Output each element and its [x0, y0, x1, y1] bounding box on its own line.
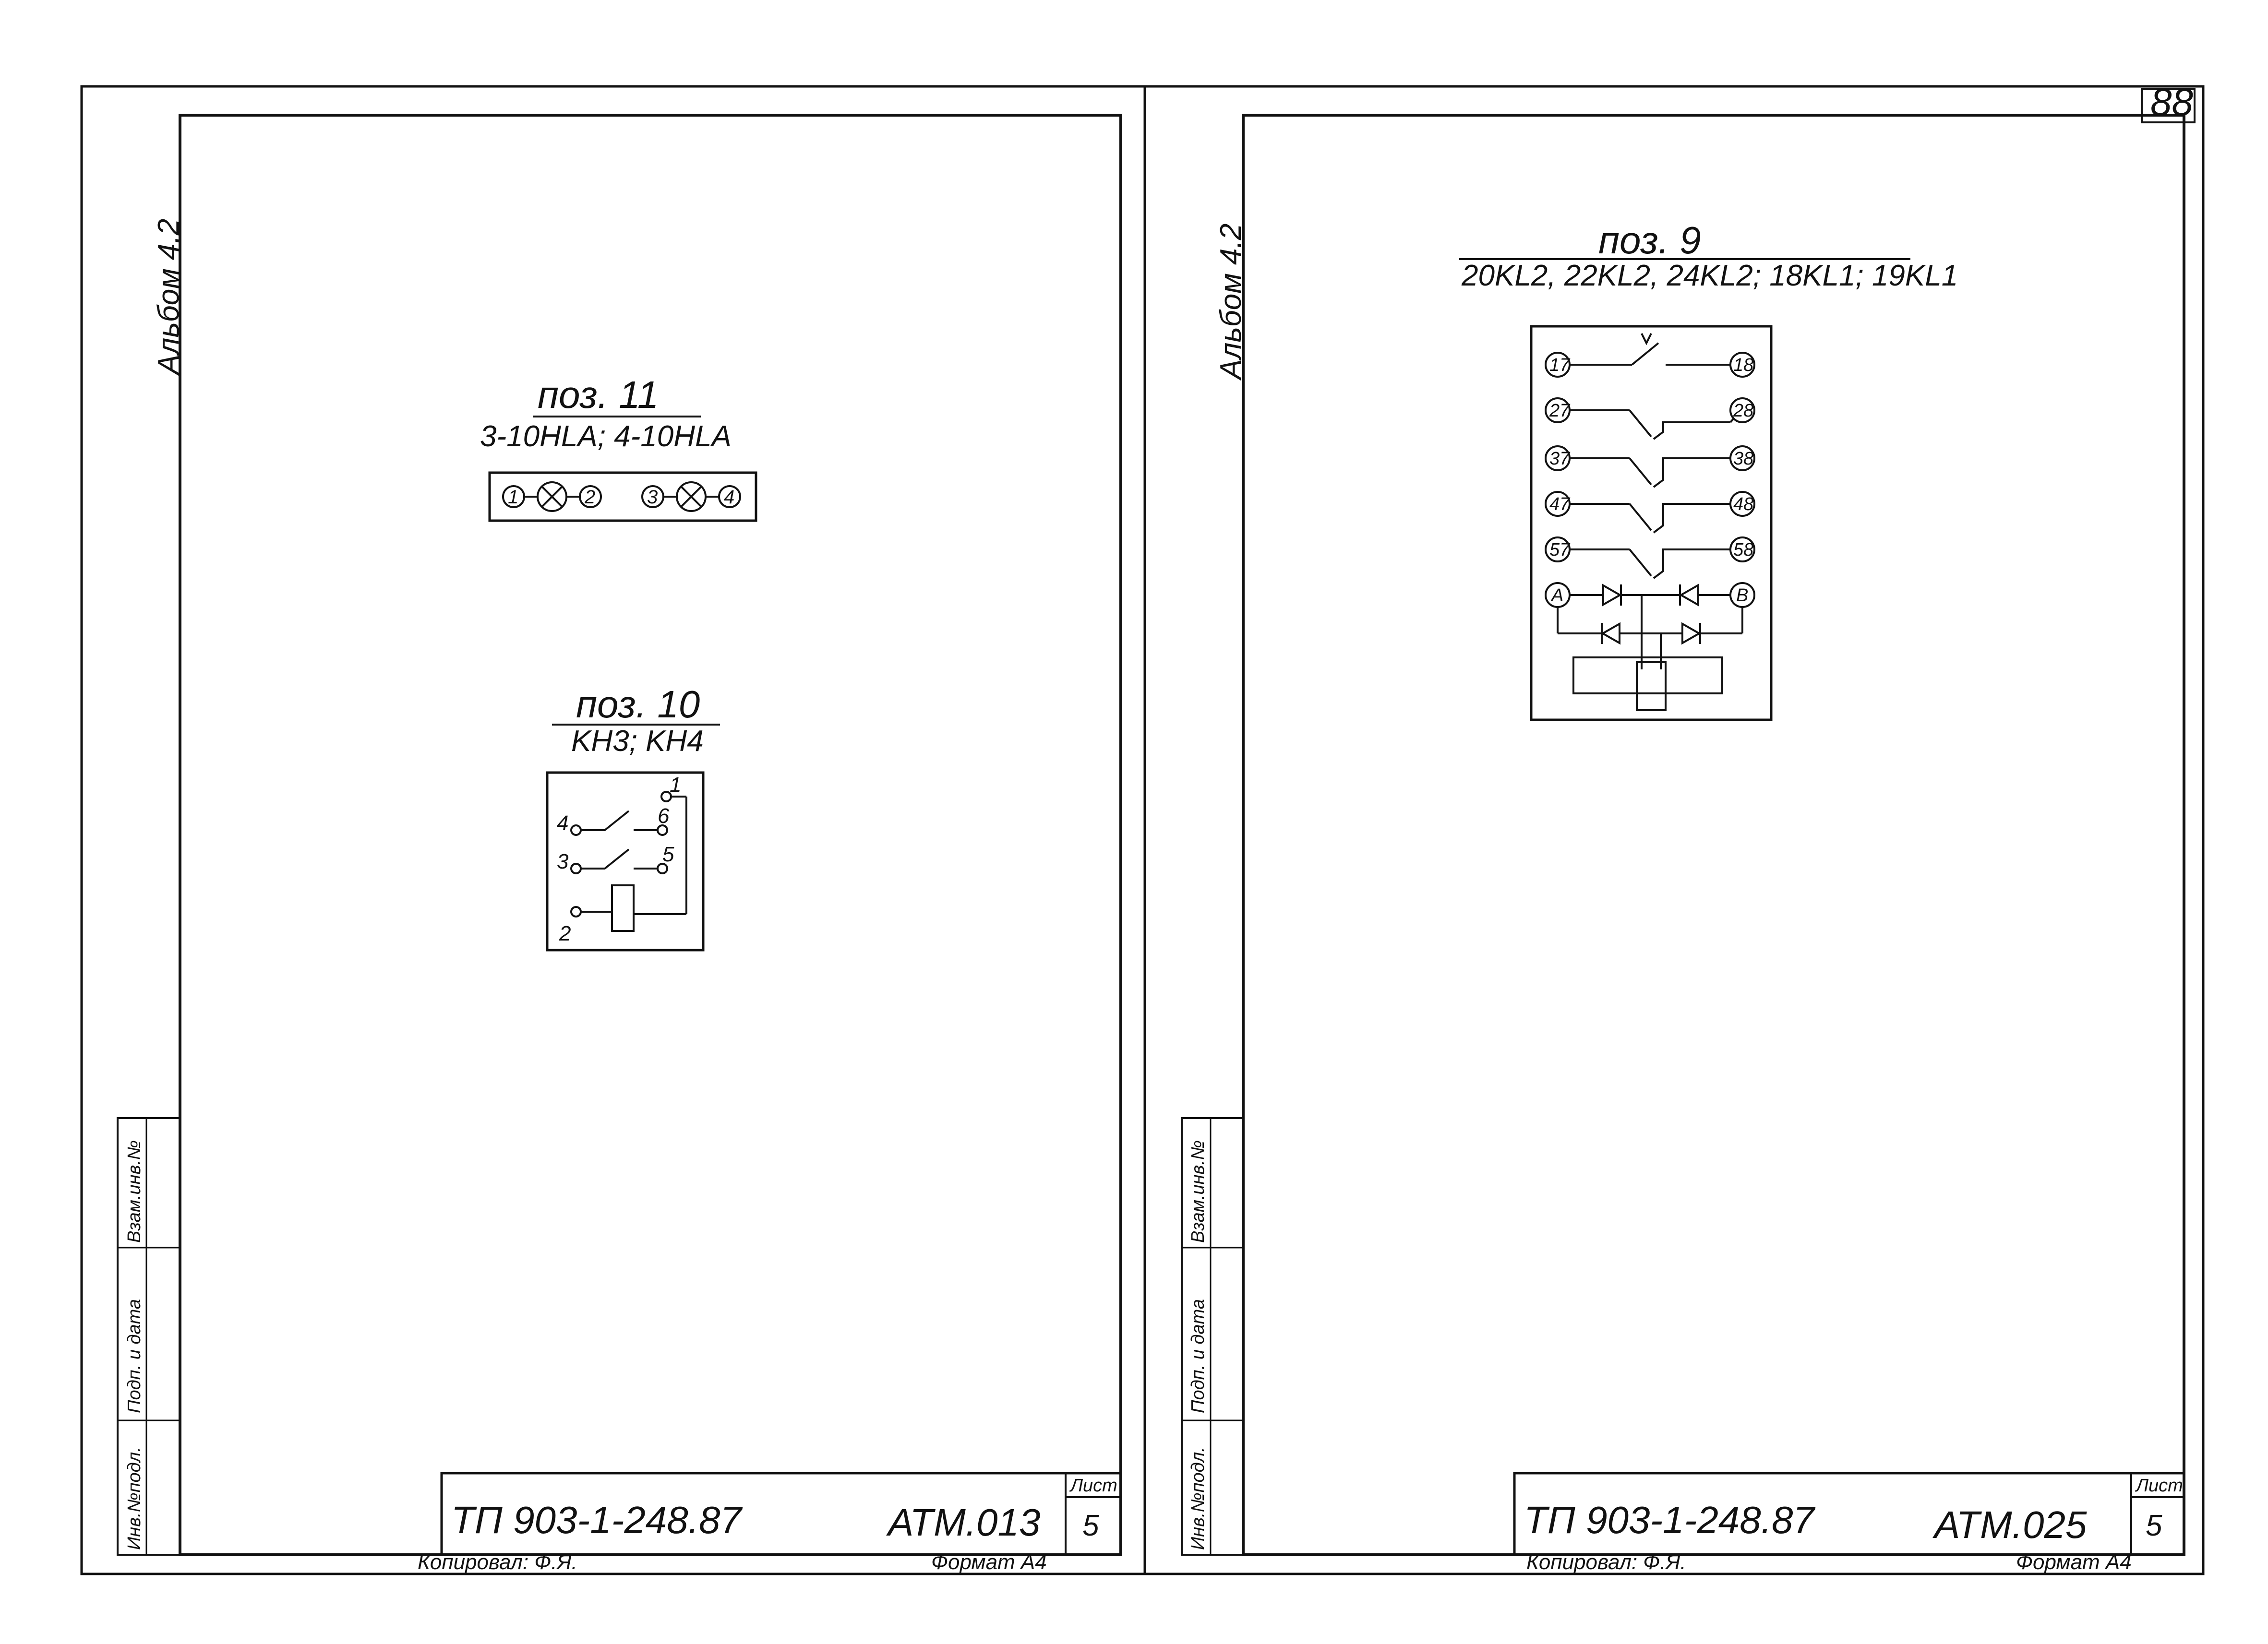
- page-number-box: [2141, 88, 2196, 123]
- left-stamp-label-3: Взам.инв.№: [124, 1140, 144, 1243]
- pos9-terminal-17: 17: [1549, 355, 1571, 375]
- diode-bridge: A B: [1545, 582, 1755, 669]
- pos11-terminal-3: 3: [647, 487, 658, 508]
- pos10-block: поз. 10 KH3; KH4 1 4 6 3 5: [546, 683, 720, 952]
- right-stamp-column: Инв.№подл. Подп. и дата Взам.инв.№: [1181, 1117, 1244, 1556]
- left-copied-by: Копировал: Ф.Я.: [418, 1550, 577, 1574]
- right-stamp-label-1: Инв.№подл.: [1188, 1447, 1208, 1550]
- pos9-terminal-18: 18: [1733, 355, 1753, 375]
- diode-icon: [1681, 622, 1702, 645]
- pos9-subtitle: 20KL2, 22KL2, 24KL2; 18KL1; 19KL1: [1461, 259, 1958, 292]
- right-sheet-code: АТМ.025: [1932, 1503, 2087, 1546]
- switch-contact: [604, 848, 630, 870]
- pos10-subtitle: KH3; KH4: [571, 725, 704, 758]
- right-copied-by: Копировал: Ф.Я.: [1526, 1550, 1686, 1574]
- right-album-label: Альбом 4.2: [1214, 224, 1248, 381]
- right-stamp-label-3: Взам.инв.№: [1188, 1140, 1208, 1243]
- page-number: 88: [2150, 81, 2193, 123]
- pos9-terminal-48: 48: [1733, 494, 1753, 514]
- right-inner-frame: [1242, 114, 2185, 1556]
- pos11-strip: [488, 471, 757, 522]
- pos10-terminal-3: 3: [557, 850, 569, 873]
- pos10-terminal-6: 6: [658, 804, 670, 828]
- pos9-terminal-A: A: [1550, 585, 1563, 606]
- contact-row-27-28: 27 28: [1545, 397, 1755, 440]
- left-stamp-label-1: Инв.№подл.: [124, 1447, 144, 1550]
- pos9-terminal-27: 27: [1549, 401, 1571, 421]
- relay-coil: [1636, 661, 1667, 711]
- pos9-title: поз. 9: [1598, 219, 1701, 262]
- contact-row-47-48: 47 48: [1545, 491, 1755, 534]
- diode-icon: [1602, 584, 1622, 607]
- right-list-label: Лист: [2135, 1476, 2183, 1496]
- left-doc-code: ТП 903-1-248.87: [451, 1499, 743, 1541]
- pos9-terminal-37: 37: [1549, 449, 1571, 469]
- left-sheet: Альбом 4.2 Инв.№подл. Подп. и дата Взам.…: [117, 114, 1122, 1574]
- left-title-block: Лист 5 ТП 903-1-248.87 АТМ.013: [440, 1472, 1122, 1556]
- right-stamp-label-2: Подп. и дата: [1188, 1299, 1208, 1413]
- switch-contact: [1631, 342, 1659, 366]
- pos11-terminal-1: 1: [508, 487, 518, 508]
- pos9-relay-box: [1530, 325, 1773, 721]
- pos9-terminal-B: B: [1736, 585, 1748, 606]
- pos11-terminal-4: 4: [724, 487, 734, 508]
- left-stamp-column: Инв.№подл. Подп. и дата Взам.инв.№: [117, 1117, 181, 1556]
- diode-icon: [1600, 622, 1620, 645]
- pos10-terminal-1: 1: [670, 773, 681, 797]
- pos9-terminal-47: 47: [1549, 494, 1571, 514]
- pos10-relay-box: [546, 771, 705, 952]
- relay-coil: [611, 884, 635, 932]
- pos10-terminal-2: 2: [559, 922, 571, 945]
- left-list-label: Лист: [1069, 1476, 1117, 1496]
- pos10-terminal-5: 5: [662, 843, 674, 866]
- pos9-terminal-28: 28: [1733, 401, 1753, 421]
- pos9-block: поз. 9 20KL2, 22KL2, 24KL2; 18KL1; 19KL1…: [1459, 219, 1958, 721]
- right-title-block: Лист 5 ТП 903-1-248.87 АТМ.025: [1513, 1472, 2185, 1556]
- diode-icon: [1679, 584, 1699, 607]
- pos10-terminal-4: 4: [557, 811, 568, 835]
- right-sheet: Альбом 4.2 Инв.№подл. Подп. и дата Взам.…: [1181, 114, 2185, 1574]
- switch-contact: [604, 810, 630, 831]
- pos9-terminal-38: 38: [1733, 449, 1753, 469]
- pos10-title: поз. 10: [576, 683, 700, 726]
- left-inner-frame: [179, 114, 1122, 1556]
- pos11-terminal-2: 2: [584, 487, 595, 508]
- left-format: Формат А4: [931, 1550, 1047, 1574]
- left-album-label: Альбом 4.2: [152, 219, 185, 376]
- right-list-number: 5: [2146, 1509, 2162, 1542]
- left-sheet-code: АТМ.013: [886, 1501, 1040, 1544]
- right-doc-code: ТП 903-1-248.87: [1524, 1499, 1816, 1541]
- contact-row-37-38: 37 38: [1545, 445, 1755, 488]
- pos11-block: поз. 11 3-10HLA; 4-10HLA 1 2 3 4: [480, 373, 757, 522]
- contact-row-57-58: 57 58: [1545, 536, 1755, 579]
- pos11-subtitle: 3-10HLA; 4-10HLA: [480, 420, 732, 453]
- right-format: Формат А4: [2016, 1550, 2132, 1574]
- left-list-number: 5: [1082, 1509, 1099, 1542]
- outer-frame: [80, 85, 2205, 1575]
- left-stamp-label-2: Подп. и дата: [124, 1299, 144, 1413]
- pos11-title: поз. 11: [538, 373, 659, 416]
- pos9-terminal-58: 58: [1733, 540, 1753, 560]
- pos9-coil: [1572, 656, 1723, 711]
- pos9-terminal-57: 57: [1549, 540, 1571, 560]
